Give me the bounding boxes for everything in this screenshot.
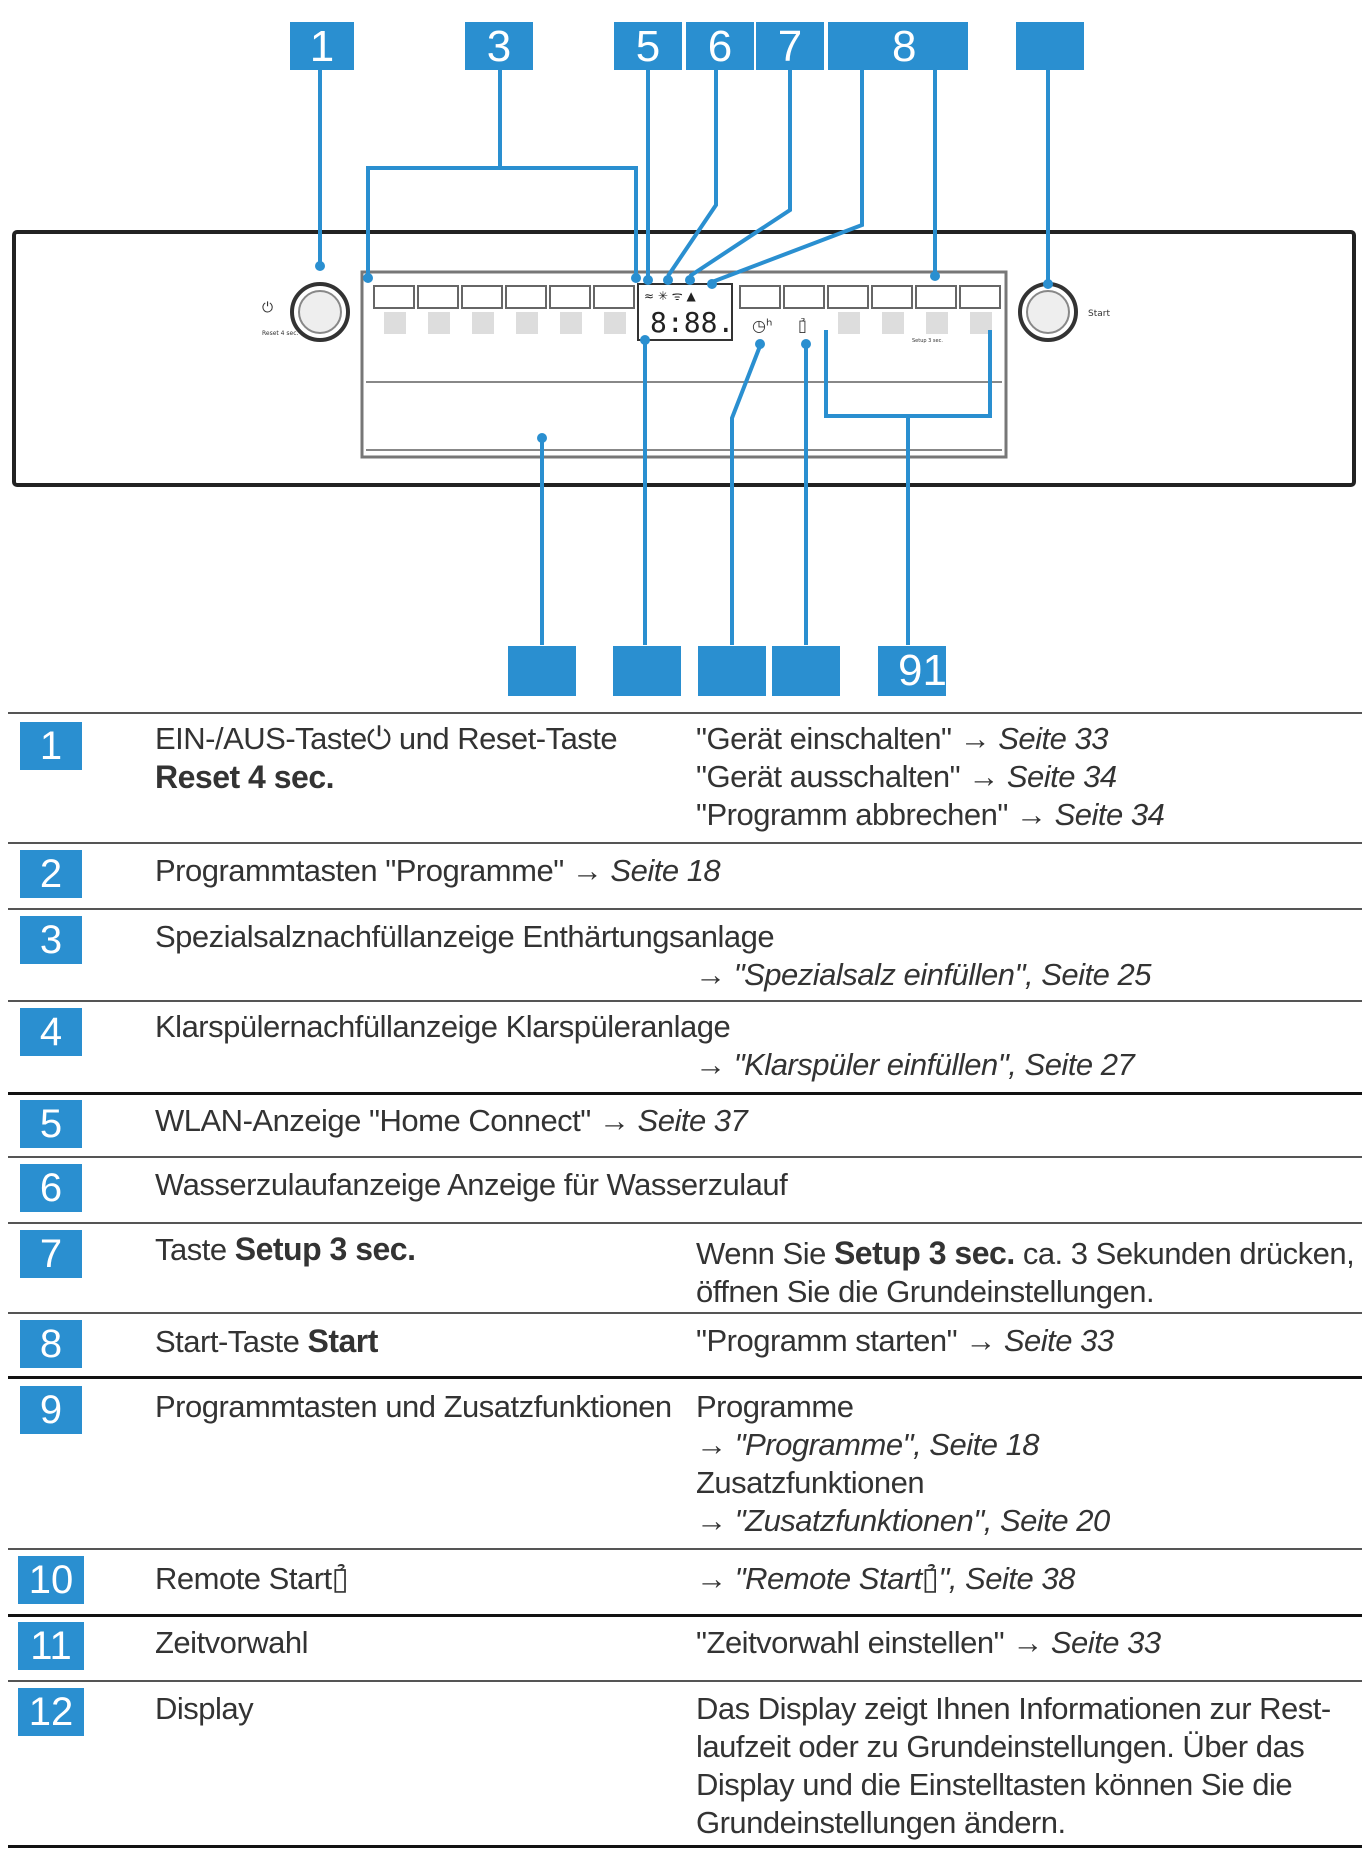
row-1-description: EIN-/AUS-Taste⏻ und Reset-Taste Reset 4 … <box>155 721 618 795</box>
row-6-description: Wasserzulaufanzeige Anzeige für Wasserzu… <box>155 1167 788 1202</box>
callout-1: 1 <box>290 22 354 70</box>
row-number: 6 <box>20 1164 82 1212</box>
row-number: 10 <box>18 1556 84 1604</box>
row-number: 2 <box>20 850 82 898</box>
row-number: 8 <box>20 1320 82 1368</box>
row-number: 11 <box>18 1622 84 1670</box>
row-number: 12 <box>18 1688 84 1736</box>
display-digits: 8:88. <box>650 306 734 339</box>
row-12-reference: Das Display zeigt Ihnen Informationen zu… <box>696 1691 1331 1840</box>
callout-bottom-2 <box>613 646 681 696</box>
row-8-reference: "Programm starten" → Seite 33 <box>696 1323 1114 1358</box>
row-11-description: Zeitvorwahl <box>155 1625 309 1660</box>
row-9-reference: Programme → "Programme", Seite 18 Zusatz… <box>696 1389 1110 1538</box>
control-strip <box>360 270 1008 459</box>
callout-5: 5 <box>614 22 682 70</box>
row-7-description: Taste Setup 3 sec. <box>155 1231 416 1267</box>
power-icon: ⏻ <box>366 721 392 756</box>
callout-8: 8 <box>828 22 968 70</box>
reset-small-label: Reset 4 sec. <box>262 330 299 337</box>
display-box <box>637 283 733 341</box>
callout-bottom-4 <box>772 646 840 696</box>
callout-blank-top <box>1016 22 1084 70</box>
row-number: 4 <box>20 1008 82 1056</box>
row-4-description: Klarspülernachfüllanzeige Klarspüleranla… <box>155 1009 1135 1082</box>
start-small-label: Start <box>1088 309 1110 319</box>
svg-text:≈ ✳ ᯤ ▲: ≈ ✳ ᯤ ▲ <box>644 289 697 303</box>
leader-lines <box>318 70 1050 645</box>
row-10-reference: → "Remote Start▯̉", Seite 38 <box>696 1561 1075 1596</box>
row-5-description: WLAN-Anzeige "Home Connect" → Seite 37 <box>155 1103 748 1138</box>
row-11-reference: "Zeitvorwahl einstellen" → Seite 33 <box>696 1625 1161 1660</box>
row-12-description: Display <box>155 1691 254 1726</box>
callout-bottom-3 <box>698 646 766 696</box>
row-1-reference: "Gerät einschalten" → Seite 33 "Gerät au… <box>696 721 1165 832</box>
row-10-description: Remote Start▯̉ <box>155 1561 349 1596</box>
row-3-description: Spezialsalznachfüllanzeige Enthärtungsan… <box>155 919 1152 992</box>
row-number: 5 <box>20 1100 82 1148</box>
callout-bottom-1 <box>508 646 576 696</box>
callout-3: 3 <box>465 22 533 70</box>
row-number: 3 <box>20 916 82 964</box>
row-9-description: Programmtasten und Zusatzfunktionen <box>155 1389 672 1424</box>
program-buttons-left <box>373 285 635 309</box>
row-7-reference: Wenn Sie Setup 3 sec. ca. 3 Sekunden drü… <box>696 1235 1355 1309</box>
setup-small-label: Setup 3 sec. <box>912 338 943 344</box>
row-number: 7 <box>20 1230 82 1278</box>
callout-6: 6 <box>686 22 754 70</box>
clock-icon: ◷ʰ <box>752 316 772 335</box>
row-2-description: Programmtasten "Programme" → Seite 18 <box>155 853 721 888</box>
callout-7: 7 <box>756 22 824 70</box>
callout-bottom-91: 91 <box>878 646 946 696</box>
remote-start-icon: ▯̉ <box>331 1561 349 1596</box>
control-panel-diagram: ≈ ✳ ᯤ ▲ 8:88. ◷ʰ ▯̉ ⏻ Reset 4 sec. Start… <box>12 70 1356 645</box>
power-icon: ⏻ <box>262 300 273 316</box>
program-buttons-right <box>739 285 1001 309</box>
row-number: 1 <box>20 722 82 770</box>
row-8-description: Start-Taste Start <box>155 1323 378 1359</box>
appliance-panel-outline <box>12 230 1356 487</box>
remote-start-icon: ▯̉ <box>798 316 807 335</box>
row-number: 9 <box>20 1386 82 1434</box>
remote-start-icon: ▯̉ <box>921 1561 939 1596</box>
